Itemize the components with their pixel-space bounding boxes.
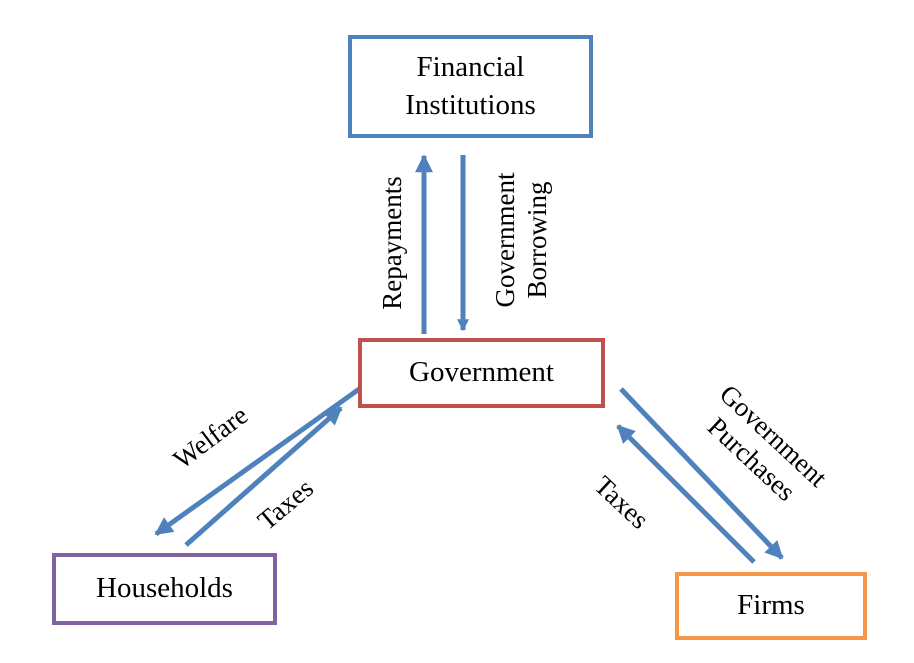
- government-purchases-arrow: [619, 387, 784, 560]
- firms-label: Firms: [737, 589, 805, 622]
- government-borrowing-flow-label-line2: Borrowing: [522, 181, 552, 299]
- taxes-firms-arrow: [616, 424, 756, 564]
- repayments-flow-label: Repayments: [377, 176, 408, 310]
- government-borrowing-flow-label-line1: Government: [490, 172, 521, 308]
- financial-institutions-node: Financial Institutions: [348, 35, 593, 138]
- taxes-households-arrow: [184, 406, 343, 547]
- firms-node: Firms: [675, 572, 867, 640]
- financial-institutions-label: Financial Institutions: [405, 50, 536, 121]
- government-node: Government: [358, 338, 605, 408]
- government-borrowing-flow-label: Government Borrowing: [490, 173, 554, 308]
- households-node: Households: [52, 553, 277, 625]
- government-label: Government: [409, 356, 554, 389]
- households-label: Households: [96, 572, 233, 605]
